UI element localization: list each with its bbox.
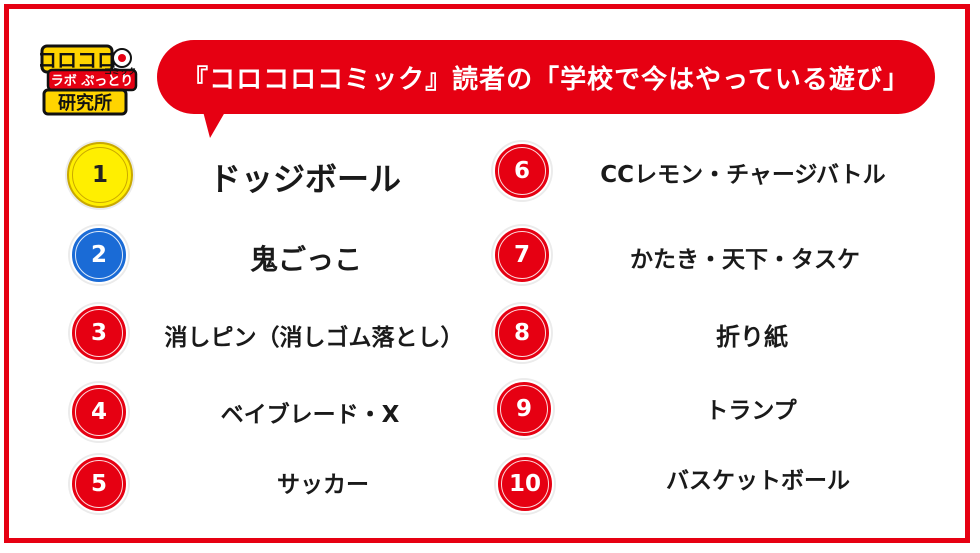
- svg-text:コロコロ: コロコロ: [40, 48, 117, 72]
- rank-badge-2: 2: [70, 226, 128, 284]
- ranking-item-10: バスケットボール: [666, 468, 850, 494]
- svg-text:ラボ ぷっとり: ラボ ぷっとり: [51, 73, 134, 89]
- ranking-item-4: ベイブレード・X: [220, 402, 400, 428]
- heading-bubble: 『コロコロコミック』読者の「学校で今はやっている遊び」: [157, 40, 935, 114]
- ranking-item-6: CCレモン・チャージバトル: [600, 162, 886, 188]
- rank-badge-9: 9: [495, 380, 553, 438]
- rank-badge-10: 10: [496, 455, 554, 513]
- svg-text:研究所: 研究所: [58, 92, 112, 114]
- ranking-item-1: ドッジボール: [208, 160, 402, 198]
- page-frame: [4, 4, 970, 543]
- ranking-item-8: 折り紙: [716, 323, 788, 351]
- svg-text:コミック: コミック: [104, 66, 136, 76]
- rank-badge-5: 5: [70, 455, 128, 513]
- ranking-item-3: 消しピン（消しゴム落とし）: [164, 325, 464, 351]
- ranking-item-7: かたき・天下・タスケ: [630, 247, 860, 273]
- rank-badge-1: 1: [67, 142, 133, 208]
- rank-badge-3: 3: [70, 304, 128, 362]
- page-title: 『コロコロコミック』読者の「学校で今はやっている遊び」: [182, 64, 910, 95]
- corocoro-lab-logo: コロコロ ラボ ぷっとり コミック 研究所: [40, 44, 138, 116]
- ranking-item-2: 鬼ごっこ: [249, 243, 363, 276]
- ranking-item-9: トランプ: [705, 398, 797, 424]
- rank-badge-6: 6: [493, 142, 551, 200]
- rank-badge-7: 7: [493, 226, 551, 284]
- rank-badge-4: 4: [70, 383, 128, 441]
- rank-badge-8: 8: [493, 304, 551, 362]
- ranking-item-5: サッカー: [277, 472, 369, 498]
